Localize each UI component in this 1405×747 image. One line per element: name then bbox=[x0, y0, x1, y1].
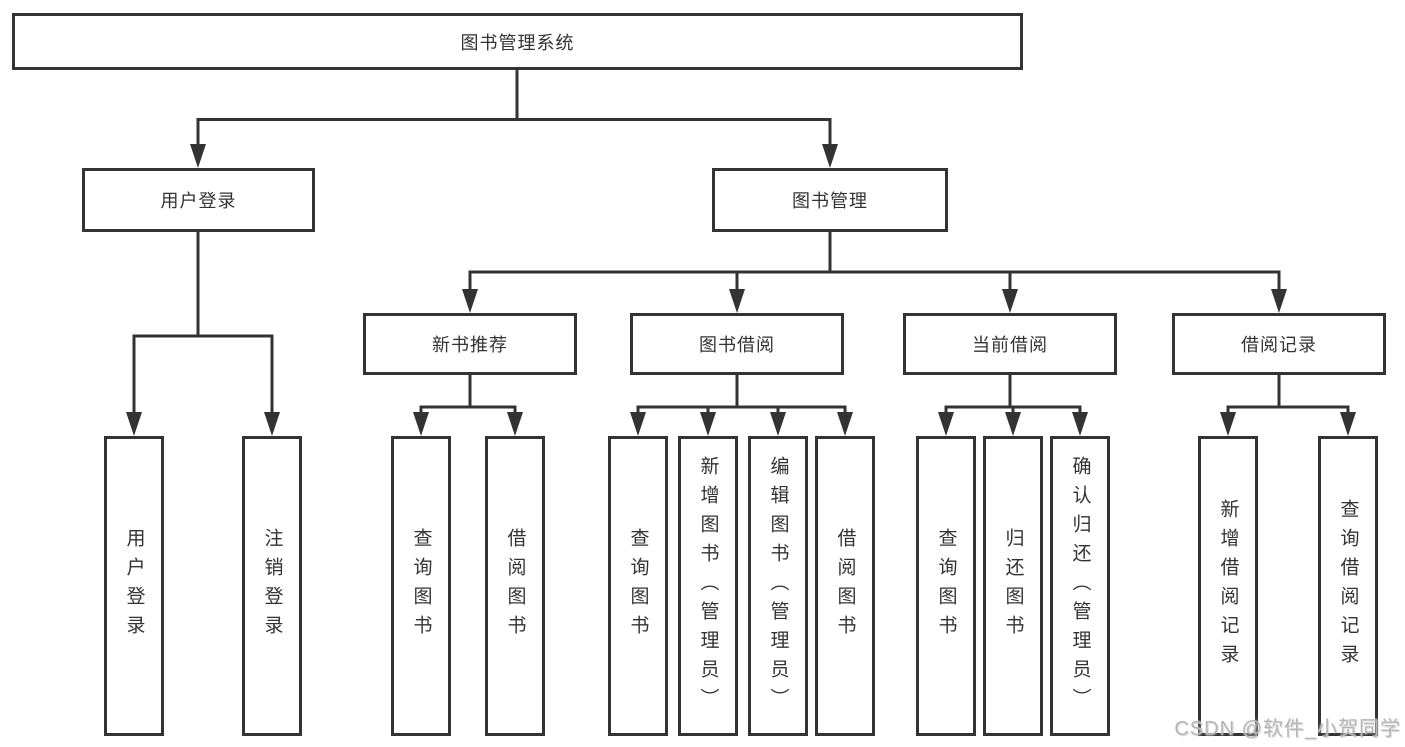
node-book-management-label: 图书管理 bbox=[792, 191, 868, 211]
leaf-query-borrow-record-label: 查询借阅记录 bbox=[1337, 499, 1359, 673]
leaf-borrow-books-recommend: 借阅图书 bbox=[485, 436, 545, 736]
leaf-user-login-label: 用户登录 bbox=[123, 528, 145, 644]
leaf-logout-label: 注销登录 bbox=[261, 528, 283, 644]
leaf-query-books-recommend-label: 查询图书 bbox=[410, 528, 432, 644]
leaf-add-books-admin: 新增图书（管理员） bbox=[678, 436, 738, 736]
leaf-query-books-recommend: 查询图书 bbox=[391, 436, 451, 736]
leaf-edit-books-admin: 编辑图书（管理员） bbox=[748, 436, 808, 736]
leaf-logout: 注销登录 bbox=[242, 436, 302, 736]
csdn-watermark: CSDN @软件_小贺同学 bbox=[1174, 718, 1401, 740]
leaf-add-books-admin-label: 新增图书（管理员） bbox=[697, 455, 719, 717]
leaf-edit-books-admin-label: 编辑图书（管理员） bbox=[767, 455, 789, 717]
node-book-borrow-label: 图书借阅 bbox=[699, 335, 775, 355]
leaf-borrow-books: 借阅图书 bbox=[815, 436, 875, 736]
leaf-query-books-borrow-label: 查询图书 bbox=[627, 528, 649, 644]
node-book-borrow: 图书借阅 bbox=[630, 313, 844, 375]
node-current-borrow-label: 当前借阅 bbox=[972, 335, 1048, 355]
leaf-return-books: 归还图书 bbox=[983, 436, 1043, 736]
node-user-login: 用户登录 bbox=[82, 168, 315, 232]
node-new-book-recommend-label: 新书推荐 bbox=[432, 335, 508, 355]
node-borrow-records: 借阅记录 bbox=[1172, 313, 1386, 375]
node-new-book-recommend: 新书推荐 bbox=[363, 313, 577, 375]
node-borrow-records-label: 借阅记录 bbox=[1241, 335, 1317, 355]
leaf-confirm-return-admin: 确认归还（管理员） bbox=[1050, 436, 1110, 736]
leaf-query-books-current-label: 查询图书 bbox=[935, 528, 957, 644]
node-book-management: 图书管理 bbox=[712, 168, 948, 232]
leaf-add-borrow-record: 新增借阅记录 bbox=[1198, 436, 1258, 736]
node-current-borrow: 当前借阅 bbox=[903, 313, 1117, 375]
leaf-query-books-current: 查询图书 bbox=[916, 436, 976, 736]
node-root-label: 图书管理系统 bbox=[460, 32, 575, 53]
leaf-query-books-borrow: 查询图书 bbox=[608, 436, 668, 736]
node-user-login-label: 用户登录 bbox=[160, 191, 237, 211]
leaf-borrow-books-label: 借阅图书 bbox=[834, 528, 856, 644]
leaf-user-login: 用户登录 bbox=[104, 436, 164, 736]
node-root: 图书管理系统 bbox=[12, 13, 1023, 70]
leaf-add-borrow-record-label: 新增借阅记录 bbox=[1217, 499, 1239, 673]
leaf-borrow-books-recommend-label: 借阅图书 bbox=[504, 528, 526, 644]
leaf-confirm-return-admin-label: 确认归还（管理员） bbox=[1069, 455, 1091, 717]
leaf-return-books-label: 归还图书 bbox=[1002, 528, 1024, 644]
leaf-query-borrow-record: 查询借阅记录 bbox=[1318, 436, 1378, 736]
